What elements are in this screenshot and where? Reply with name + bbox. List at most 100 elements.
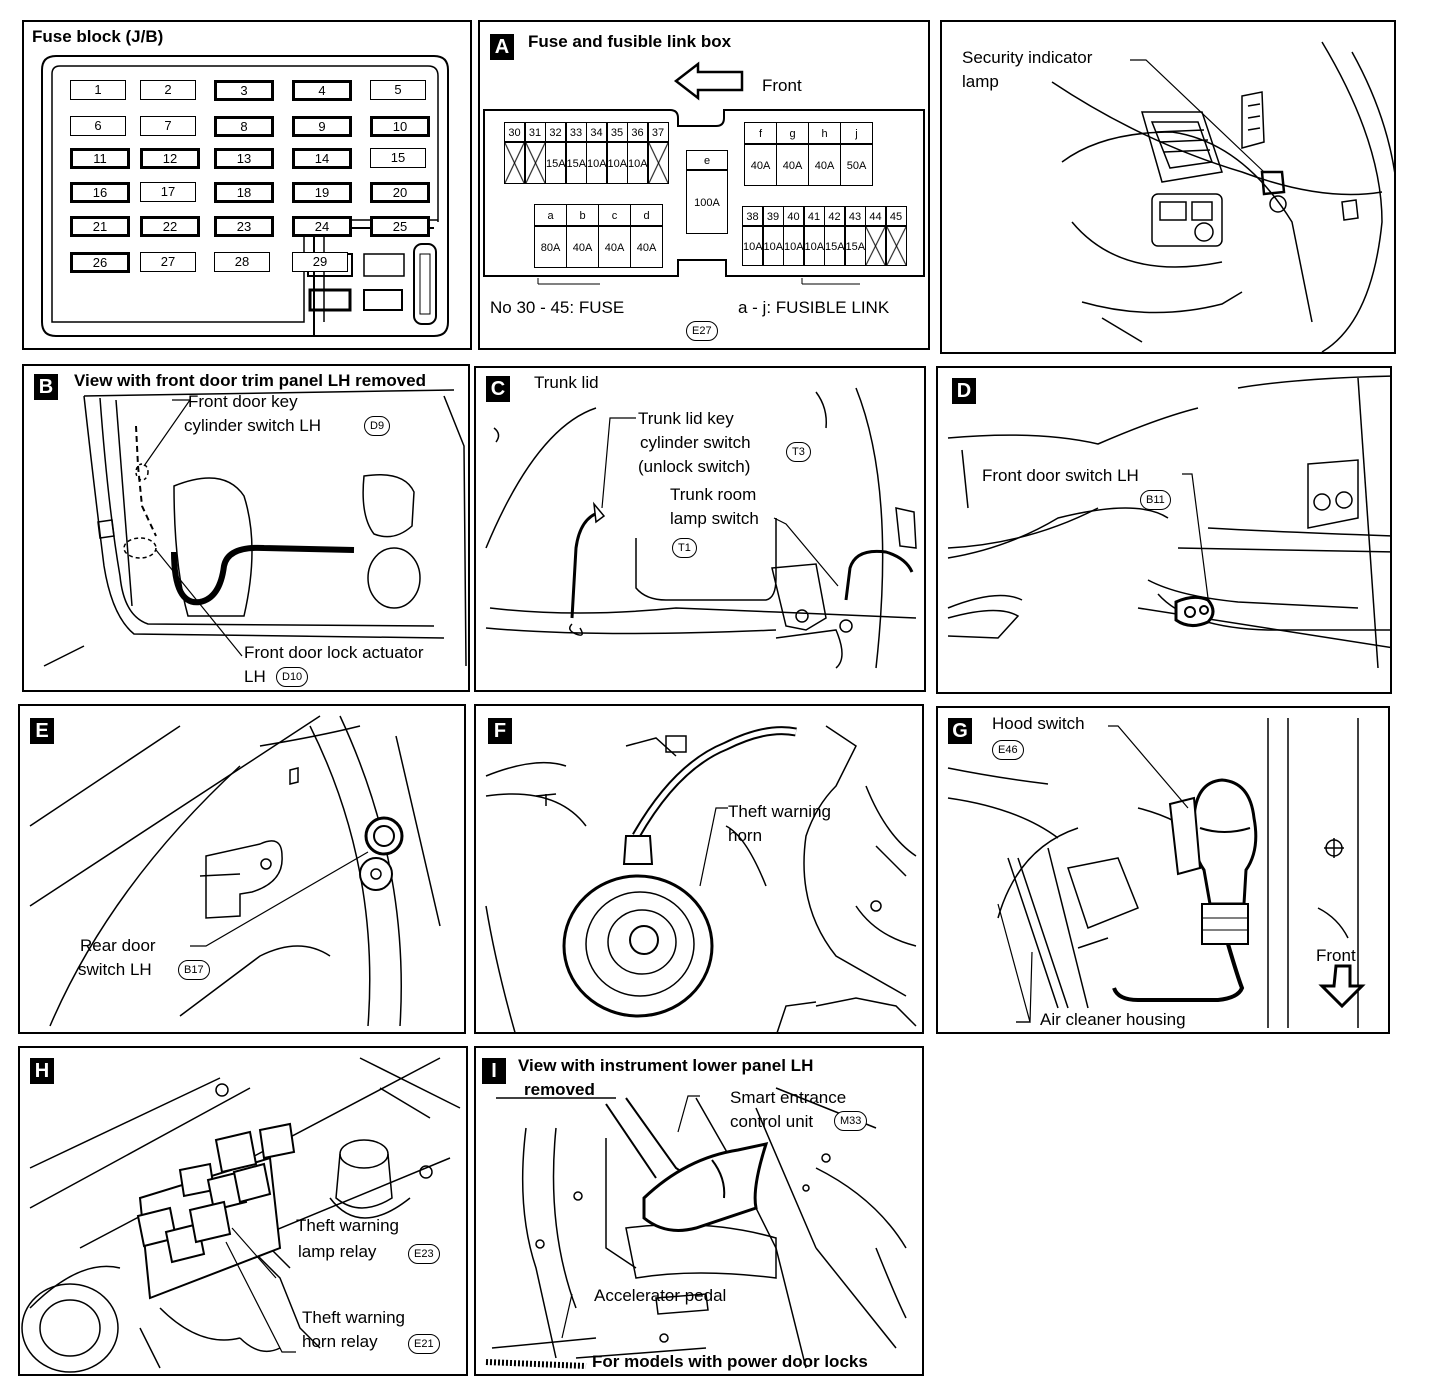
fusible-link-a-rating: 80A	[534, 226, 567, 268]
fusible-link-j-rating: 50A	[840, 144, 873, 186]
connector-e46: E46	[992, 740, 1024, 760]
fuse-29: 29	[292, 252, 348, 272]
panel-i-title-line2: removed	[524, 1080, 595, 1099]
unlock-switch-label: (unlock switch)	[638, 457, 751, 476]
fuse-16: 16	[70, 182, 130, 203]
horn-area-drawing	[485, 725, 917, 1032]
front-arrow-label-g: Front	[1316, 946, 1356, 965]
fuse-38-rating: 10A	[742, 226, 763, 266]
fusible-link-c-rating: 40A	[598, 226, 631, 268]
connector-e23: E23	[408, 1244, 440, 1264]
connector-b17: B17	[178, 960, 210, 980]
fuse-22: 22	[140, 216, 200, 237]
fusible-link-a-label: a	[534, 204, 567, 226]
trunk-cylinder-switch-label: cylinder switch	[640, 433, 751, 452]
fuse-19: 19	[292, 182, 352, 203]
connector-d9: D9	[364, 416, 391, 436]
fuse-42-rating: 15A	[824, 226, 845, 266]
fuse-44-rating	[865, 226, 886, 266]
horn-label: horn	[728, 826, 763, 845]
fuse-40-rating: 10A	[783, 226, 804, 266]
fusible-link-e-rating: 100A	[686, 170, 728, 234]
fuse-39-number: 39	[762, 206, 784, 226]
actuator-lh-label: LH	[244, 667, 266, 686]
panel-f-letter: F	[488, 718, 512, 744]
panel-c-title: Trunk lid	[534, 373, 599, 392]
fuse-8: 8	[214, 116, 274, 137]
panel-i-title-line1: View with instrument lower panel LH	[518, 1056, 814, 1075]
fusible-link-d-label: d	[630, 204, 663, 226]
panel-b-front-door: B View with front door trim panel LH rem…	[22, 364, 470, 692]
fuse-10: 10	[370, 116, 430, 137]
fuse-17: 17	[140, 182, 196, 202]
lamp-relay-label: lamp relay	[298, 1242, 377, 1261]
panel-security-indicator-lamp: Security indicator lamp	[940, 20, 1396, 354]
fuse-23: 23	[214, 216, 274, 237]
panel-c-letter: C	[486, 376, 510, 402]
fuse-27: 27	[140, 252, 196, 272]
hood-switch-label: Hood switch	[992, 714, 1085, 733]
panel-b-letter: B	[34, 374, 58, 400]
hood-area-drawing	[947, 718, 1359, 1028]
fuse-1: 1	[70, 80, 126, 100]
front-door-lock-actuator-label: Front door lock actuator	[244, 643, 424, 662]
theft-warning-horn-label: Theft warning	[302, 1308, 405, 1327]
fuse-13: 13	[214, 148, 274, 169]
panel-a-letter: A	[490, 34, 514, 60]
fuse-11: 11	[70, 148, 130, 169]
fuse-4: 4	[292, 80, 352, 101]
legend-fuse: No 30 - 45: FUSE	[490, 298, 625, 317]
rear-switch-lh-label: switch LH	[78, 960, 152, 979]
fuse-33-number: 33	[565, 122, 587, 142]
fuse-36-rating: 10A	[627, 142, 648, 184]
fuse-40-number: 40	[783, 206, 804, 226]
fusible-link-b-rating: 40A	[566, 226, 599, 268]
connector-b11: B11	[1140, 490, 1171, 510]
panel-d-letter: D	[952, 378, 976, 404]
fuse-36-number: 36	[627, 122, 648, 142]
horn-relay-label: horn relay	[302, 1332, 378, 1351]
air-cleaner-housing-label: Air cleaner housing	[1040, 1010, 1186, 1029]
fusible-link-h-label: h	[808, 122, 841, 144]
fuse-14: 14	[292, 148, 352, 169]
connector-t3: T3	[786, 442, 811, 462]
fuse-link-box-outline	[483, 61, 925, 285]
front-door-switch-part	[1174, 473, 1215, 627]
trunk-room-label: Trunk room	[670, 485, 757, 504]
front-door-switch-lh-label: Front door switch LH	[982, 466, 1139, 485]
fuse-7: 7	[140, 116, 196, 136]
lamp-switch-label: lamp switch	[670, 509, 759, 528]
panel-i-letter: I	[482, 1058, 506, 1084]
hood-switch-part	[997, 725, 1366, 1023]
fuse-37-number: 37	[647, 122, 669, 142]
fusible-link-g-label: g	[776, 122, 809, 144]
theft-warning-label: Theft warning	[728, 802, 831, 821]
fuse-21: 21	[70, 216, 130, 237]
connector-e27: E27	[686, 321, 718, 341]
fuse-45-rating	[885, 226, 907, 266]
security-lamp-label: lamp	[962, 72, 999, 91]
fuse-41-number: 41	[803, 206, 825, 226]
fuse-38-number: 38	[742, 206, 763, 226]
fuse-34-rating: 10A	[586, 142, 607, 184]
connector-m33: M33	[834, 1111, 868, 1131]
fuse-5: 5	[370, 80, 426, 100]
front-door-drawing	[43, 389, 467, 667]
fuse-35-rating: 10A	[606, 142, 628, 184]
fuse-43-rating: 15A	[844, 226, 866, 266]
control-unit-label: control unit	[730, 1112, 814, 1131]
rear-door-switch-part	[190, 816, 404, 947]
panel-f-theft-warning-horn: F Theft warning horn	[474, 704, 924, 1034]
accelerator-pedal-label: Accelerator pedal	[594, 1286, 727, 1305]
fuse-31-number: 31	[524, 122, 546, 142]
fusible-link-b-label: b	[566, 204, 599, 226]
fuse-18: 18	[214, 182, 274, 203]
power-door-locks-note: For models with power door locks	[592, 1352, 868, 1371]
panel-b-title: View with front door trim panel LH remov…	[74, 371, 427, 390]
fuse-37-rating	[647, 142, 669, 184]
fusible-link-d-rating: 40A	[630, 226, 663, 268]
panel-h-relays: H Theft warning lamp relay E23 Theft war…	[18, 1046, 468, 1376]
connector-e21: E21	[408, 1334, 440, 1354]
fuse-34-number: 34	[586, 122, 607, 142]
panel-d-front-door-switch: D Front door switch LH B11	[936, 366, 1392, 694]
